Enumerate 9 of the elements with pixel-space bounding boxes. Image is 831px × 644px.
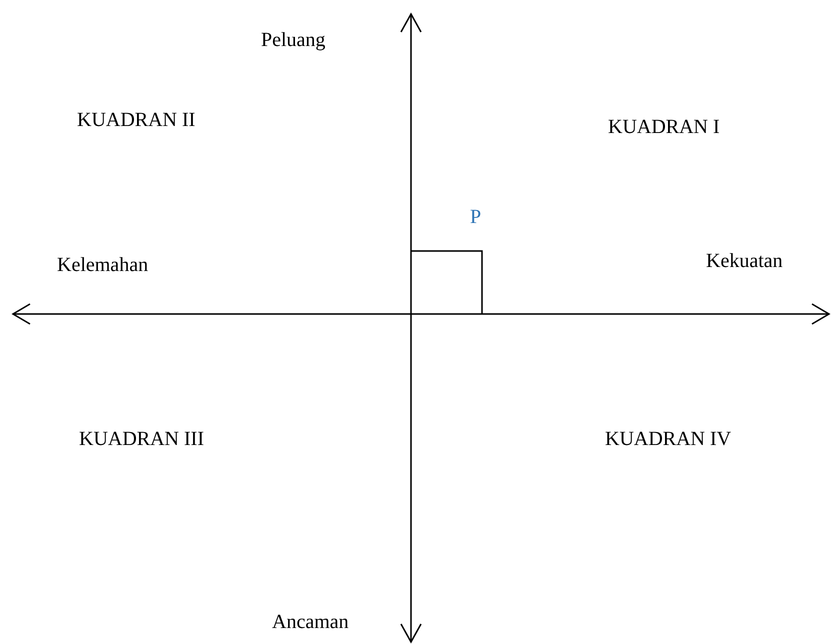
quadrant-label: KUADRAN III xyxy=(79,427,204,451)
axis-label: Kelemahan xyxy=(57,253,148,277)
axis-label: Peluang xyxy=(261,28,326,52)
quadrant-label: KUADRAN I xyxy=(608,115,720,139)
quadrant-label: KUADRAN II xyxy=(77,108,196,132)
point-label: P xyxy=(470,205,482,229)
axis-label: Kekuatan xyxy=(706,249,783,273)
axis-label: Ancaman xyxy=(272,610,349,634)
quadrant-label: KUADRAN IV xyxy=(605,427,732,451)
